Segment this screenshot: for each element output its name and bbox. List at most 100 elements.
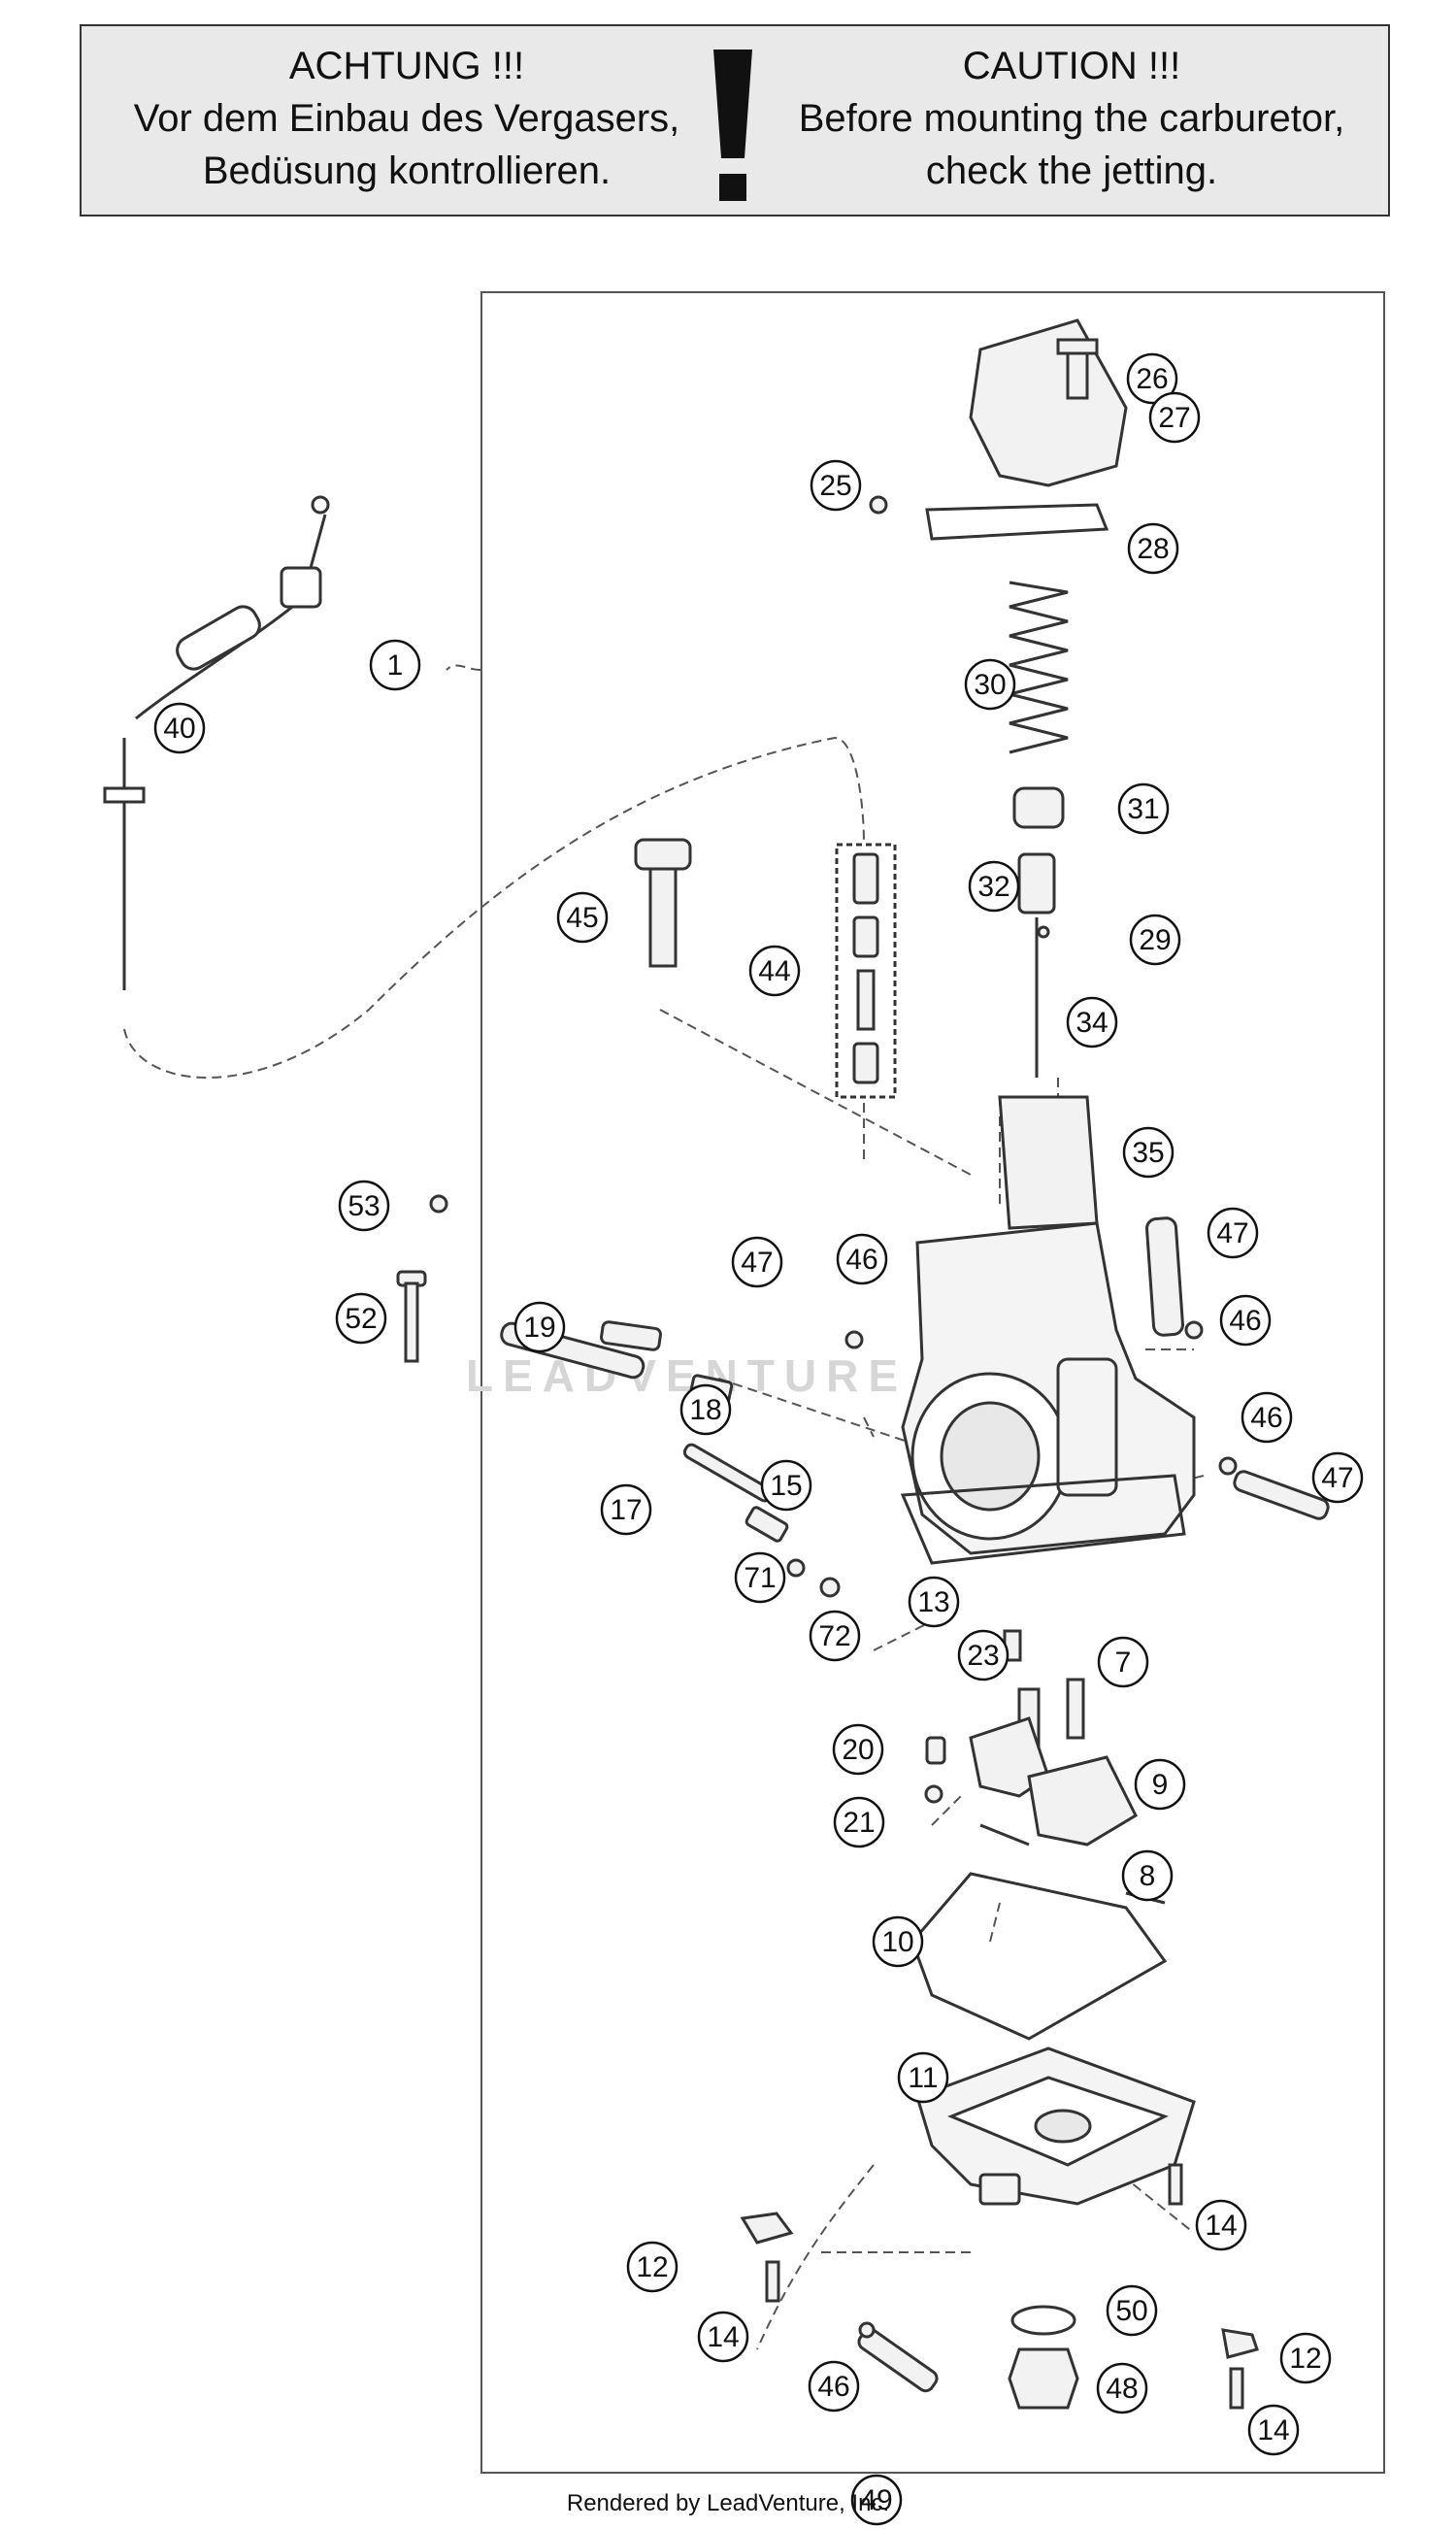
warning-en-line1: Before mounting the carburetor, xyxy=(798,97,1345,140)
callout-number: 25 xyxy=(819,470,851,502)
callout-number: 1 xyxy=(387,649,404,682)
callout-circle xyxy=(809,1610,861,1662)
warning-de-line1: Vor dem Einbau des Vergasers, xyxy=(133,97,680,140)
callout-circle xyxy=(734,1551,786,1604)
callout-number: 52 xyxy=(345,1303,377,1335)
callout-circle xyxy=(897,2051,949,2104)
callout-number: 7 xyxy=(1115,1647,1132,1679)
callout-number: 48 xyxy=(1106,2373,1138,2405)
callout-number: 12 xyxy=(636,2251,668,2283)
exclamation-icon xyxy=(713,50,752,201)
callout-13: 13 xyxy=(908,1576,960,1628)
callout-9: 9 xyxy=(1134,1758,1186,1811)
callout-number: 71 xyxy=(744,1562,776,1594)
callout-circle xyxy=(908,1576,960,1628)
callout-7: 7 xyxy=(1097,1636,1149,1688)
callout-circle xyxy=(1122,1126,1175,1179)
callout-circle xyxy=(600,1483,652,1536)
callout-circle xyxy=(1097,1636,1149,1688)
callout-circle xyxy=(1279,2332,1332,2384)
callout-46: 46 xyxy=(808,2360,860,2413)
callout-circle xyxy=(1129,914,1181,966)
warning-box: ACHTUNG !!! Vor dem Einbau des Vergasers… xyxy=(80,24,1390,216)
callout-50: 50 xyxy=(1106,2284,1158,2337)
callout-circle xyxy=(153,702,206,754)
callout-34: 34 xyxy=(1066,996,1118,1048)
callout-circle xyxy=(1066,996,1118,1048)
callout-53: 53 xyxy=(338,1180,390,1232)
callout-circle xyxy=(1195,2199,1247,2251)
callout-circle xyxy=(850,2474,903,2526)
callout-circle xyxy=(810,459,862,512)
bowl-hardware xyxy=(740,2163,1259,2410)
callout-circle xyxy=(1148,391,1201,444)
callout-40: 40 xyxy=(153,702,206,754)
callout-46: 46 xyxy=(836,1233,888,1285)
callout-circle xyxy=(1311,1451,1364,1504)
callout-48: 48 xyxy=(1096,2362,1148,2414)
watermark-text: LEADVENTURE xyxy=(466,1350,909,1401)
callout-circle xyxy=(679,1383,732,1436)
callout-35: 35 xyxy=(1122,1126,1175,1179)
callout-15: 15 xyxy=(760,1459,812,1512)
callout-number: 47 xyxy=(1216,1217,1248,1249)
callout-number: 28 xyxy=(1137,533,1169,565)
callout-number: 29 xyxy=(1139,924,1171,956)
callout-circle xyxy=(626,2241,678,2293)
callout-number: 11 xyxy=(908,2062,938,2094)
callout-number: 40 xyxy=(163,713,195,745)
callout-number: 46 xyxy=(845,1244,877,1276)
callout-circle xyxy=(369,639,421,691)
mixture-screw-and-jets xyxy=(634,838,897,1099)
warning-en-line2: check the jetting. xyxy=(925,150,1218,192)
callout-circle xyxy=(1121,1849,1174,1902)
callout-10: 10 xyxy=(872,1915,924,1968)
callout-46: 46 xyxy=(1241,1391,1293,1444)
callout-44: 44 xyxy=(748,945,801,997)
callout-12: 12 xyxy=(1279,2332,1332,2384)
float-bowl xyxy=(915,2046,1196,2206)
throttle-cable xyxy=(103,495,330,990)
warning-de-line2: Bedüsung kontrollieren. xyxy=(202,150,612,192)
callout-number: 31 xyxy=(1127,793,1159,825)
warning-english: CAUTION !!! Before mounting the carburet… xyxy=(751,40,1392,197)
callout-26: 26 xyxy=(1126,352,1178,405)
callout-circle xyxy=(1117,782,1170,835)
callout-circle xyxy=(968,860,1020,913)
callout-14: 14 xyxy=(1195,2199,1247,2251)
callout-25: 25 xyxy=(810,459,862,512)
callout-circle xyxy=(1134,1758,1186,1811)
throttle-spring xyxy=(1009,581,1069,754)
callout-circle xyxy=(833,1796,885,1848)
callout-circle xyxy=(1106,2284,1158,2337)
callout-circle xyxy=(338,1180,390,1232)
callout-20: 20 xyxy=(832,1723,884,1776)
carburetor-body xyxy=(900,1221,1196,1565)
callout-28: 28 xyxy=(1127,522,1179,575)
callout-number: 14 xyxy=(707,2321,739,2353)
callout-11: 11 xyxy=(897,2051,949,2104)
callout-number: 50 xyxy=(1115,2295,1147,2327)
needle-parts xyxy=(1012,786,1065,1078)
float-assembly xyxy=(924,1716,1166,1905)
callout-circle xyxy=(1096,2362,1148,2414)
callout-32: 32 xyxy=(968,860,1020,913)
callout-circle xyxy=(731,1236,783,1288)
callout-52: 52 xyxy=(335,1292,387,1345)
callout-12: 12 xyxy=(626,2241,678,2293)
callout-14: 14 xyxy=(697,2311,749,2363)
callout-number: 27 xyxy=(1158,402,1190,434)
callout-72: 72 xyxy=(809,1610,861,1662)
callout-number: 14 xyxy=(1257,2414,1289,2446)
callout-number: 46 xyxy=(817,2371,849,2403)
callout-circle xyxy=(1127,522,1179,575)
diagram-frame xyxy=(480,291,1385,2474)
callout-number: 34 xyxy=(1075,1007,1108,1039)
callout-8: 8 xyxy=(1121,1849,1174,1902)
callout-30: 30 xyxy=(964,658,1016,711)
callout-18: 18 xyxy=(679,1383,732,1436)
callout-number: 14 xyxy=(1205,2210,1237,2242)
callout-circle xyxy=(1241,1391,1293,1444)
callout-number: 44 xyxy=(758,955,790,987)
callout-circle xyxy=(513,1301,566,1353)
